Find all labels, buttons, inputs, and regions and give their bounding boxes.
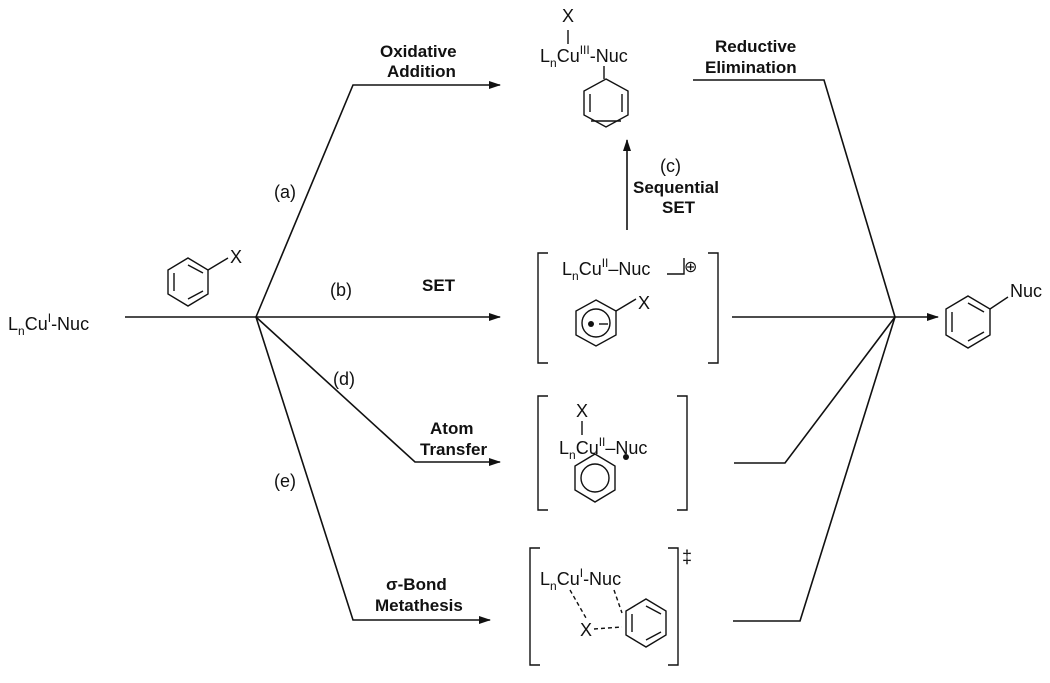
sigma-ts-intermediate: ‡ LnCuI-Nuc X [529,547,692,666]
path-e-arrow [255,316,491,624]
set-charge: ⊕ [684,259,697,276]
path-d-arrow [255,316,501,466]
atom-label-2: Transfer [420,440,487,459]
sequential-label-2: SET [662,198,696,217]
atom-x: X [576,401,588,421]
atom-cu-text: LnCuII–Nuc [559,435,647,462]
set-label: SET [422,276,456,295]
cu3-x: X [562,6,574,26]
set-intermediate: LnCuII–Nuc ⊕ X [537,252,719,364]
cu3-intermediate: X LnCuIII-Nuc [540,6,629,128]
product-nuc: Nuc [1010,281,1042,301]
product-structure: Nuc [945,281,1042,349]
sequential-label-1: Sequential [633,178,719,197]
path-c-letter: (c) [660,156,681,176]
re-line-top [693,79,896,318]
ts-dagger: ‡ [682,547,692,567]
path-b-letter: (b) [330,280,352,300]
set-cu-label: LnCuII–Nuc [562,256,650,283]
re-line-sigma [733,316,896,622]
ts-cu-label: LnCuI-Nuc [540,566,621,593]
atom-label-1: Atom [430,419,473,438]
ts-x: X [580,620,592,640]
re-line-atom [734,316,896,464]
reactant-label: LnCuI-Nuc [8,311,89,338]
atom-transfer-intermediate: X LnCuII–Nuc [537,395,688,511]
path-a-arrow [255,81,501,318]
sigma-label-2: Metathesis [375,596,463,615]
reductive-label-2: Elimination [705,58,797,77]
reductive-label-1: Reductive [715,37,796,56]
cu3-label: LnCuIII-Nuc [540,43,628,70]
aryl-halide-structure: X [167,247,242,307]
oxidative-label-1: Oxidative [380,42,457,61]
oxidative-label-2: Addition [387,62,456,81]
path-d-letter: (d) [333,369,355,389]
aryl-halide-x: X [230,247,242,267]
path-e-letter: (e) [274,471,296,491]
path-a-letter: (a) [274,182,296,202]
set-x: X [638,293,650,313]
sigma-label-1: σ-Bond [386,575,447,594]
